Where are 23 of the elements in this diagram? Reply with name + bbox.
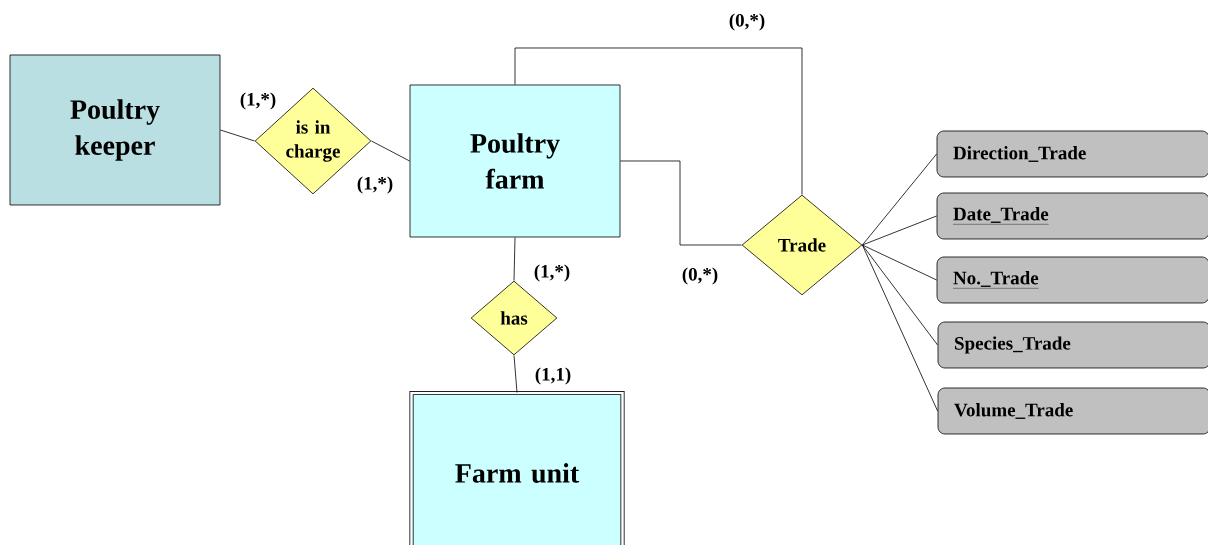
attribute-box: Species_Trade xyxy=(937,321,1208,369)
cardinality-label: (0,*) xyxy=(729,13,765,31)
entity-box: Poultry keeper xyxy=(9,54,221,206)
connector-line xyxy=(862,153,937,246)
entity-box: Poultry farm xyxy=(409,84,621,238)
connector-line xyxy=(862,215,937,246)
weak-entity-box: Farm unit xyxy=(409,390,625,545)
connector-line xyxy=(862,244,938,346)
cardinality-label: (0,*) xyxy=(682,267,718,285)
attribute-box: No._Trade xyxy=(936,256,1208,304)
cardinality-label: (1,*) xyxy=(534,264,570,282)
cardinality-label: (1,1) xyxy=(535,367,571,385)
attribute-box: Direction_Trade xyxy=(936,130,1208,178)
connector-line xyxy=(220,129,255,142)
connector-line xyxy=(514,47,803,195)
connector-line xyxy=(513,355,518,393)
connector-line xyxy=(513,237,516,281)
connector-line xyxy=(862,244,938,412)
connector-line xyxy=(371,140,410,162)
attribute-box: Volume_Trade xyxy=(937,387,1208,435)
connector-line xyxy=(620,160,742,246)
attribute-box: Date_Trade xyxy=(936,192,1208,240)
connector-line xyxy=(862,244,937,281)
